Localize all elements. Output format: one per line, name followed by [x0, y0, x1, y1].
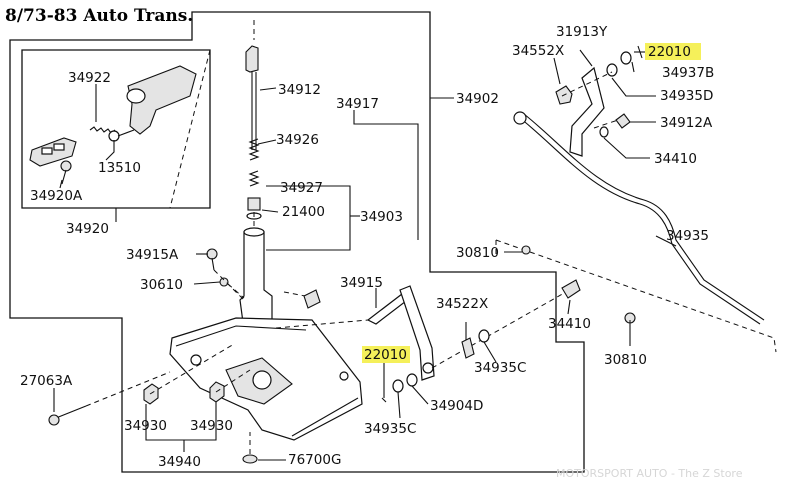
nut-34912A: [615, 113, 631, 129]
label-34935C-lower: 34935C: [364, 421, 416, 437]
washer-34935C-lower: [392, 379, 404, 393]
label-34912: 34912: [278, 82, 321, 98]
pin-bushing-left: [143, 383, 159, 405]
label-30810-lower: 30810: [604, 352, 647, 368]
control-base-plate: [169, 317, 363, 441]
label-34927: 34927: [280, 180, 323, 196]
cotter-22010-lower: [381, 372, 387, 403]
washer-34935D: [606, 63, 618, 77]
label-34903: 34903: [360, 209, 403, 225]
shift-knob: [126, 65, 197, 135]
washer-34937B: [620, 51, 632, 65]
knob-button: [29, 137, 77, 167]
assembly-frame: [9, 11, 585, 473]
label-34926: 34926: [276, 132, 319, 148]
label-21400: 21400: [282, 204, 325, 220]
label-30810-upper: 30810: [456, 245, 499, 261]
label-34915: 34915: [340, 275, 383, 291]
highlight-22010-lower: [362, 346, 410, 363]
label-34930-right: 34930: [190, 418, 233, 434]
label-34935D: 34935D: [660, 88, 713, 104]
label-27063A: 27063A: [20, 373, 73, 389]
label-22010-lower: 22010: [364, 347, 407, 363]
label-34917: 34917: [336, 96, 379, 112]
label-34915A: 34915A: [126, 247, 179, 263]
nut-30810-upper: [521, 245, 531, 255]
shift-cable-34935: [513, 111, 765, 325]
washer-34410-upper: [599, 126, 609, 138]
selector-lever: [239, 227, 273, 331]
diagram-title: 8/73-83 Auto Trans.: [5, 6, 193, 26]
label-22010-upper: 22010: [648, 44, 691, 60]
label-34522X: 34522X: [436, 296, 488, 312]
pin-bushing-right: [209, 381, 225, 403]
knob-washer: [108, 130, 120, 142]
label-30610: 30610: [140, 277, 183, 293]
shift-rod: [245, 45, 259, 150]
bracket-31913Y: [569, 66, 605, 157]
grommet-76700G: [242, 454, 258, 464]
knob-inset-frame: [21, 49, 211, 209]
label-34935C-upper: 34935C: [474, 360, 526, 376]
label-34922: 34922: [68, 70, 111, 86]
clip-34410-lower: [561, 279, 581, 299]
label-34930-left: 34930: [124, 418, 167, 434]
bolt-34915A: [206, 248, 218, 271]
label-34410-lower: 34410: [548, 316, 591, 332]
washer-34904D: [406, 373, 418, 387]
nut-30610: [219, 277, 229, 287]
label-34937B: 34937B: [662, 65, 714, 81]
washer-34935C-upper: [478, 329, 490, 343]
knob-inset-dash: [169, 49, 211, 209]
label-34920A: 34920A: [30, 188, 83, 204]
screw-27063A: [48, 405, 87, 426]
rod-spring: [248, 138, 260, 187]
label-34935: 34935: [666, 228, 709, 244]
bushing-34522X: [461, 337, 475, 359]
label-31913Y: 31913Y: [556, 24, 608, 40]
knob-screw: [60, 160, 72, 185]
label-34940: 34940: [158, 454, 201, 470]
label-13510: 13510: [98, 160, 141, 176]
label-34410-upper: 34410: [654, 151, 697, 167]
highlight-22010-upper: [645, 43, 701, 60]
watermark: MOTORSPORT AUTO - The Z Store: [556, 467, 743, 480]
pivot-bushing: [303, 289, 321, 309]
label-34902: 34902: [456, 91, 499, 107]
label-34920: 34920: [66, 221, 109, 237]
label-34904D: 34904D: [430, 398, 483, 414]
label-34912A: 34912A: [660, 115, 713, 131]
lever-bracket: [399, 285, 435, 381]
label-76700G: 76700G: [288, 452, 341, 468]
label-34552X: 34552X: [512, 43, 564, 59]
